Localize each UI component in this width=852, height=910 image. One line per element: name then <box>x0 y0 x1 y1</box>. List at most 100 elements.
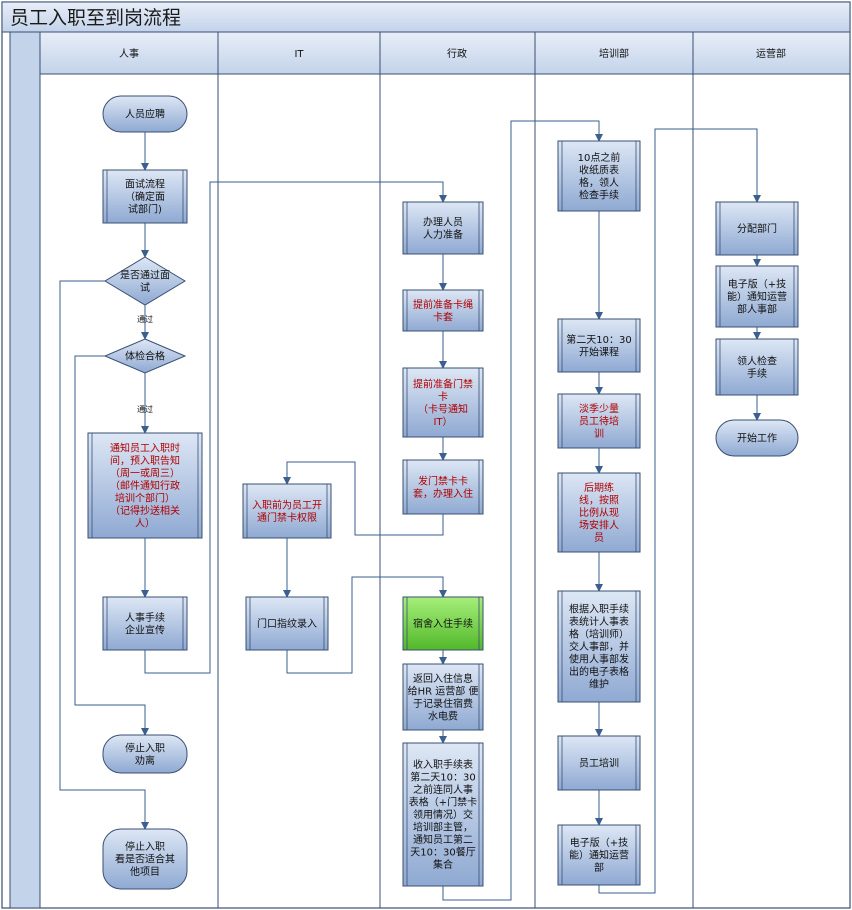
n27-label-line: 领人检查 <box>737 354 777 367</box>
n9-shape <box>242 483 332 539</box>
n15-shape <box>402 596 484 651</box>
n17-shape <box>402 742 484 887</box>
n3-label: 是否通过面试 <box>120 268 170 294</box>
n13-shape <box>402 367 484 438</box>
n16-label-line: 返回入住信息 <box>413 672 473 685</box>
node-n15: 宿舍入住手续 <box>402 596 484 651</box>
n14-shape <box>402 459 484 515</box>
n10-label: 门口指纹录入 <box>257 617 317 630</box>
n15-label: 宿舍入住手续 <box>413 617 473 630</box>
n28-shape <box>715 419 799 457</box>
n2-label-line: （确定面 <box>125 190 165 203</box>
n5-shape <box>87 432 203 539</box>
n9-label: 入职前为员工开通门禁卡权限 <box>252 498 322 524</box>
edge-label-pass-interview: 通过 <box>137 314 153 324</box>
node-n25: 分配部门 <box>715 201 799 256</box>
n5-label-line: （邮件通知行政 <box>110 479 180 492</box>
n21-label-line: 线，按照 <box>579 494 619 507</box>
n5-label-line: 间，预入职告知 <box>110 454 180 467</box>
edge-n17-n18 <box>442 120 603 901</box>
n19-label-line: 开始课程 <box>579 345 619 358</box>
n24-label-line: 电子版（+技 <box>570 836 628 849</box>
lane-header-training: 培训部 <box>599 47 629 60</box>
n3-label-line: 是否通过面 <box>120 268 170 281</box>
n18-shape <box>557 140 641 212</box>
n12-shape <box>402 289 484 332</box>
n26-shape <box>715 265 799 328</box>
n16-label: 返回入住信息给HR 运营部 便于记录住宿费水电费 <box>408 672 479 723</box>
n20-label-line: 淡季少量 <box>579 403 619 415</box>
n17-label-line: 第二天10：30 <box>410 771 475 784</box>
n27-shape <box>715 338 799 396</box>
n17-label-line: 之前连同人事 <box>413 783 473 796</box>
n4-label-line: 体检合格 <box>125 350 165 363</box>
n7-label: 停止入职劝离 <box>125 741 165 767</box>
node-n10: 门口指纹录入 <box>245 596 329 651</box>
node-n22: 根据入职手续表统计人事表格（培训师）交人事部，并使用人事部发出的电子表格维护 <box>557 590 641 703</box>
n19-label-line: 第二天10：30 <box>566 333 631 346</box>
lane-header-admin: 行政 <box>447 47 467 60</box>
n4-shape <box>103 338 187 374</box>
n26-label-line: 部人事部 <box>737 303 777 316</box>
node-n2: 面试流程（确定面试部门) <box>102 169 188 224</box>
n26-label-line: 能）通知运营 <box>727 290 787 303</box>
n22-label-line: 表统计人事表 <box>569 615 629 628</box>
n7-shape <box>102 734 188 774</box>
edge-n6-n11 <box>144 181 447 674</box>
n14-label-line: 套，办理入住 <box>413 487 473 500</box>
n9-label-line: 入职前为员工开 <box>252 498 322 511</box>
n2-shape <box>102 169 188 224</box>
n14-label: 发门禁卡卡套，办理入住 <box>413 474 473 500</box>
n13-label-line: 卡 <box>438 390 448 403</box>
n8-label-line: 停止入职 <box>125 840 165 853</box>
n17-label-line: 收入职手续表 <box>413 758 473 771</box>
lane-header-hr: 人事 <box>119 47 139 60</box>
n25-shape <box>715 201 799 256</box>
n5-label-line: （记得抄送相关 <box>110 504 180 517</box>
node-n6: 人事手续企业宣传 <box>102 596 188 651</box>
n5-label-line: 培训个部门） <box>115 492 175 505</box>
node-n21: 后期练线，按照比例从现场安排人员 <box>557 472 641 553</box>
n8-shape <box>102 828 188 890</box>
n7-label-line: 劝离 <box>135 754 155 767</box>
n2-label: 面试流程（确定面试部门) <box>125 178 165 216</box>
n28-label-line: 开始工作 <box>737 432 777 445</box>
edge-n24-n25 <box>598 128 761 894</box>
n2-label-line: 面试流程 <box>125 178 165 191</box>
n2-label-line: 试部门) <box>128 203 162 216</box>
n27-label-line: 手续 <box>747 367 767 380</box>
n18-label-line: 格，领人 <box>579 176 619 189</box>
n12-label-line: 卡套 <box>433 310 453 323</box>
n18-label-line: 收纸质表 <box>579 163 619 176</box>
n14-label-line: 发门禁卡卡 <box>418 474 468 487</box>
connectors <box>59 120 761 901</box>
edge-n4-n7-fail <box>74 355 149 736</box>
n3-shape <box>104 256 186 306</box>
node-n8: 停止入职看是否适合其他项目 <box>102 828 188 890</box>
edge-n3-n8-fail <box>59 280 149 830</box>
n17-label-line: 通知员工第二 <box>413 833 473 846</box>
n12-label: 提前准备卡绳卡套 <box>413 298 473 324</box>
lane-dividers <box>217 32 694 908</box>
n4-label: 体检合格 <box>125 350 165 363</box>
n22-label-line: 格（培训师） <box>569 628 629 641</box>
n5-label-line: 人） <box>135 518 155 530</box>
n6-label: 人事手续企业宣传 <box>125 611 165 637</box>
node-n9: 入职前为员工开通门禁卡权限 <box>242 483 332 539</box>
n17-label-line: 培训部主管， <box>413 821 473 834</box>
n16-label-line: 于记录住宿费 <box>413 697 473 710</box>
n22-label-line: 维护 <box>589 678 609 691</box>
n10-shape <box>245 596 329 651</box>
n10-label-line: 门口指纹录入 <box>257 617 317 630</box>
n6-label-line: 人事手续 <box>125 611 165 624</box>
node-n23: 员工培训 <box>557 735 641 791</box>
n3-label-line: 试 <box>140 281 150 294</box>
edge-label-pass-medical: 通过 <box>137 404 153 414</box>
node-n16: 返回入住信息给HR 运营部 便于记录住宿费水电费 <box>402 663 484 731</box>
n1-shape <box>102 95 188 133</box>
node-n28: 开始工作 <box>715 419 799 457</box>
n23-shape <box>557 735 641 791</box>
